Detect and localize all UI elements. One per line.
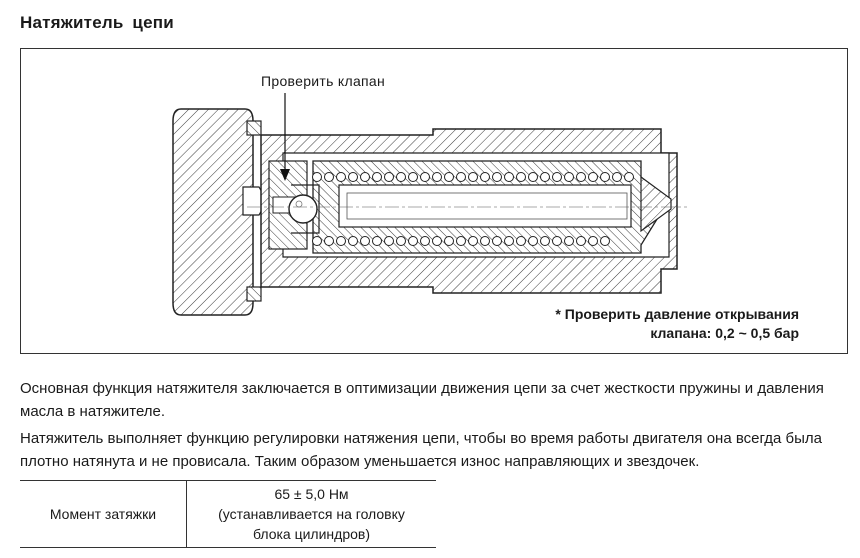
check-ball [288,194,318,224]
valve-cage [291,184,320,234]
torque-value-line3: блока цилиндров) [252,526,370,542]
pressure-note-line1: * Проверить давление открывания [555,306,799,322]
torque-value-line2: (устанавливается на головку [218,506,405,522]
mount-block [172,108,254,316]
plunger-bore-inner [346,192,628,220]
tensioner-diagram [172,93,687,316]
seal-bottom [246,286,262,302]
torque-spec-value: 65 ± 5,0 Нм (устанавливается на головку … [187,481,436,547]
pressure-note: * Проверить давление открывания клапана:… [479,305,799,343]
spring-top [312,172,634,182]
page-title: Натяжитель цепи [20,13,174,32]
chain-tensioner-figure: Проверить клапан * Проверить давление от… [20,48,848,354]
pressure-note-line2: клапана: 0,2 ~ 0,5 бар [650,325,799,341]
callout-arrow-head [280,169,290,181]
spring-bottom [312,236,610,246]
paragraph-adjustment: Натяжитель выполняет функцию регулировки… [20,430,823,470]
torque-value-line1: 65 ± 5,0 Нм [274,486,349,502]
seal-top [246,120,262,136]
check-valve-callout: Проверить клапан [261,73,386,89]
torque-spec-table: Момент затяжки 65 ± 5,0 Нм (устанавливае… [20,480,436,548]
plunger-tip [640,175,672,233]
paragraph-function: Основная функция натяжителя заключается … [20,380,824,420]
torque-spec-label: Момент затяжки [20,481,187,547]
